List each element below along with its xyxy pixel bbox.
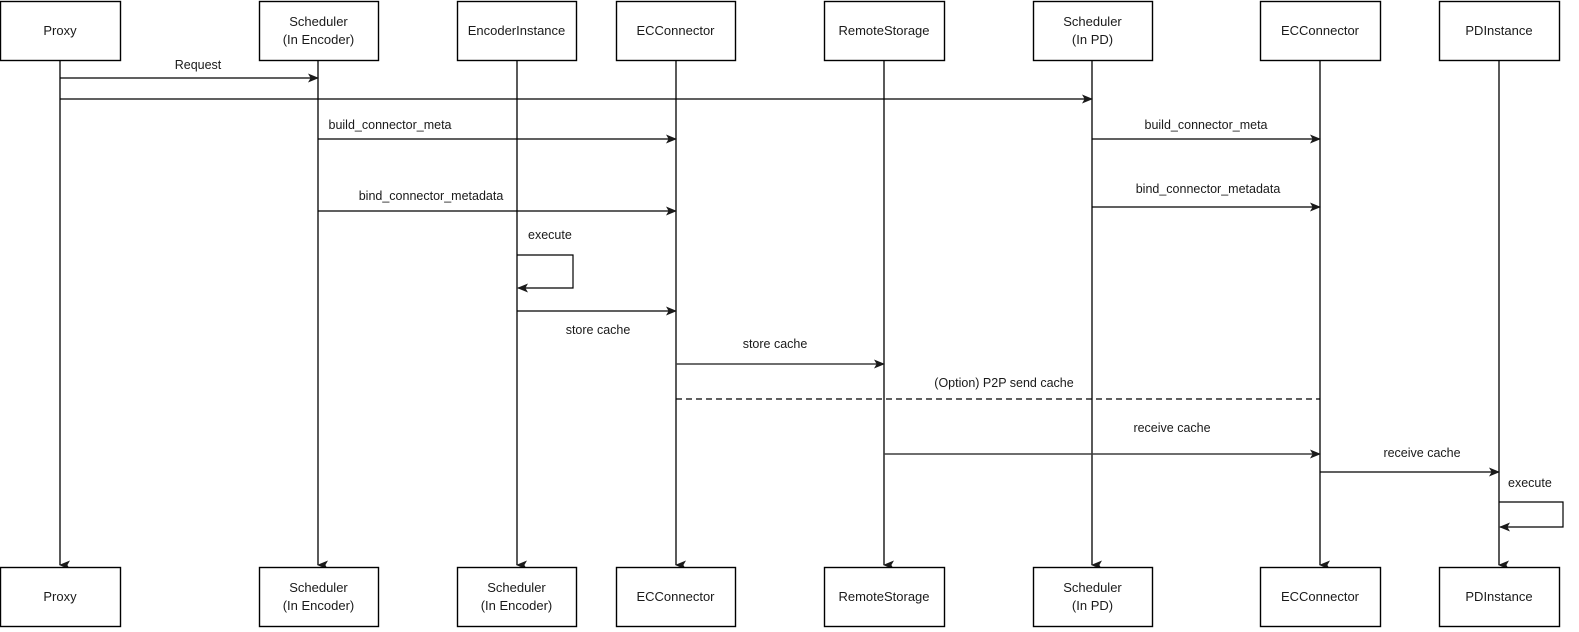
participant-box (1259, 566, 1382, 628)
message-label: receive cache (1383, 446, 1460, 460)
bottom-ec-connector-right-b[interactable]: ECConnector (1259, 566, 1382, 628)
participant-box (615, 566, 737, 628)
participant-label-line1: EncoderInstance (468, 23, 566, 38)
participant-label-line1: ECConnector (636, 589, 715, 604)
self-loop-path (517, 254, 574, 293)
message-label: bind_connector_metadata (359, 189, 504, 203)
message-m6[interactable]: bind_connector_metadata (1092, 182, 1321, 212)
message-m8[interactable]: store cache (517, 306, 677, 337)
participant-label-line1: ECConnector (1281, 589, 1360, 604)
message-m1[interactable]: Request (60, 58, 319, 83)
participant-label-line1: PDInstance (1465, 589, 1532, 604)
participant-box (1438, 566, 1561, 628)
bottom-proxy-b[interactable]: Proxy (0, 566, 122, 628)
message-m10[interactable]: (Option) P2P send cache (676, 376, 1320, 400)
participant-label-line2: (In Encoder) (481, 598, 553, 613)
participant-box (1032, 0, 1154, 62)
self-loop-path (1499, 501, 1564, 532)
message-label: (Option) P2P send cache (934, 376, 1073, 390)
messages-group: Request build_connector_meta build_connect… (60, 58, 1564, 532)
top-proxy[interactable]: Proxy (0, 0, 122, 62)
participant-box (456, 0, 578, 62)
participant-label-line2: (In Encoder) (283, 32, 355, 47)
bottom-scheduler-encoder-b[interactable]: Scheduler (In Encoder) (258, 566, 380, 628)
participant-box (0, 566, 122, 628)
participant-box (615, 0, 737, 62)
participant-label-line1: RemoteStorage (838, 589, 929, 604)
message-label: execute (528, 228, 572, 242)
bottom-scheduler-pd-b[interactable]: Scheduler (In PD) (1032, 566, 1154, 628)
bottom-ec-connector-left-b[interactable]: ECConnector (615, 566, 737, 628)
top-participant-boxes-group: Proxy Scheduler (In Encoder) EncoderInstanc… (0, 0, 1561, 62)
message-m11[interactable]: receive cache (884, 421, 1321, 459)
bottom-participant-boxes-group: Proxy Scheduler (In Encoder) Scheduler (In E… (0, 566, 1561, 628)
top-ec-connector-left[interactable]: ECConnector (615, 0, 737, 62)
top-encoder-instance[interactable]: EncoderInstance (456, 0, 578, 62)
top-pd-instance[interactable]: PDInstance (1438, 0, 1561, 62)
participant-label-line2: (In PD) (1072, 598, 1113, 613)
message-label: store cache (566, 323, 631, 337)
top-remote-storage[interactable]: RemoteStorage (823, 0, 946, 62)
participant-box (1438, 0, 1561, 62)
participant-label-line1: PDInstance (1465, 23, 1532, 38)
participant-box (823, 0, 946, 62)
lifeline-lines-group (59, 60, 1509, 570)
participant-label-line2: (In PD) (1072, 32, 1113, 47)
participant-label-line2: (In Encoder) (283, 598, 355, 613)
message-m13[interactable]: execute (1499, 476, 1564, 532)
participant-label-line1: Scheduler (487, 580, 546, 595)
message-label: execute (1508, 476, 1552, 490)
participant-box (258, 0, 380, 62)
top-scheduler-pd[interactable]: Scheduler (In PD) (1032, 0, 1154, 62)
participant-box (258, 566, 380, 628)
participant-label-line1: Scheduler (289, 14, 348, 29)
message-m9[interactable]: store cache (676, 337, 885, 369)
participant-box (1032, 566, 1154, 628)
bottom-scheduler-encoder-b2[interactable]: Scheduler (In Encoder) (456, 566, 578, 628)
message-m4[interactable]: build_connector_meta (1092, 118, 1321, 144)
participant-box (823, 566, 946, 628)
message-label: build_connector_meta (329, 118, 452, 132)
participant-label-line1: ECConnector (636, 23, 715, 38)
message-label: store cache (743, 337, 808, 351)
participant-box (456, 566, 578, 628)
participant-label-line1: Scheduler (1063, 580, 1122, 595)
participant-box (1259, 0, 1382, 62)
bottom-pd-instance-b[interactable]: PDInstance (1438, 566, 1561, 628)
participant-label-line1: RemoteStorage (838, 23, 929, 38)
message-m7[interactable]: execute (517, 228, 574, 293)
participant-label-line1: Scheduler (1063, 14, 1122, 29)
participant-label-line1: Scheduler (289, 580, 348, 595)
participant-box (0, 0, 122, 62)
top-ec-connector-right[interactable]: ECConnector (1259, 0, 1382, 62)
message-label: build_connector_meta (1145, 118, 1268, 132)
message-m3[interactable]: build_connector_meta (318, 118, 677, 144)
message-label: Request (175, 58, 222, 72)
participant-label-line1: ECConnector (1281, 23, 1360, 38)
participant-label-line1: Proxy (43, 589, 77, 604)
participant-label-line1: Proxy (43, 23, 77, 38)
message-m12[interactable]: receive cache (1320, 446, 1500, 477)
top-scheduler-encoder[interactable]: Scheduler (In Encoder) (258, 0, 380, 62)
message-label: receive cache (1133, 421, 1210, 435)
message-m5[interactable]: bind_connector_metadata (318, 189, 677, 216)
bottom-remote-storage-b[interactable]: RemoteStorage (823, 566, 946, 628)
message-label: bind_connector_metadata (1136, 182, 1281, 196)
